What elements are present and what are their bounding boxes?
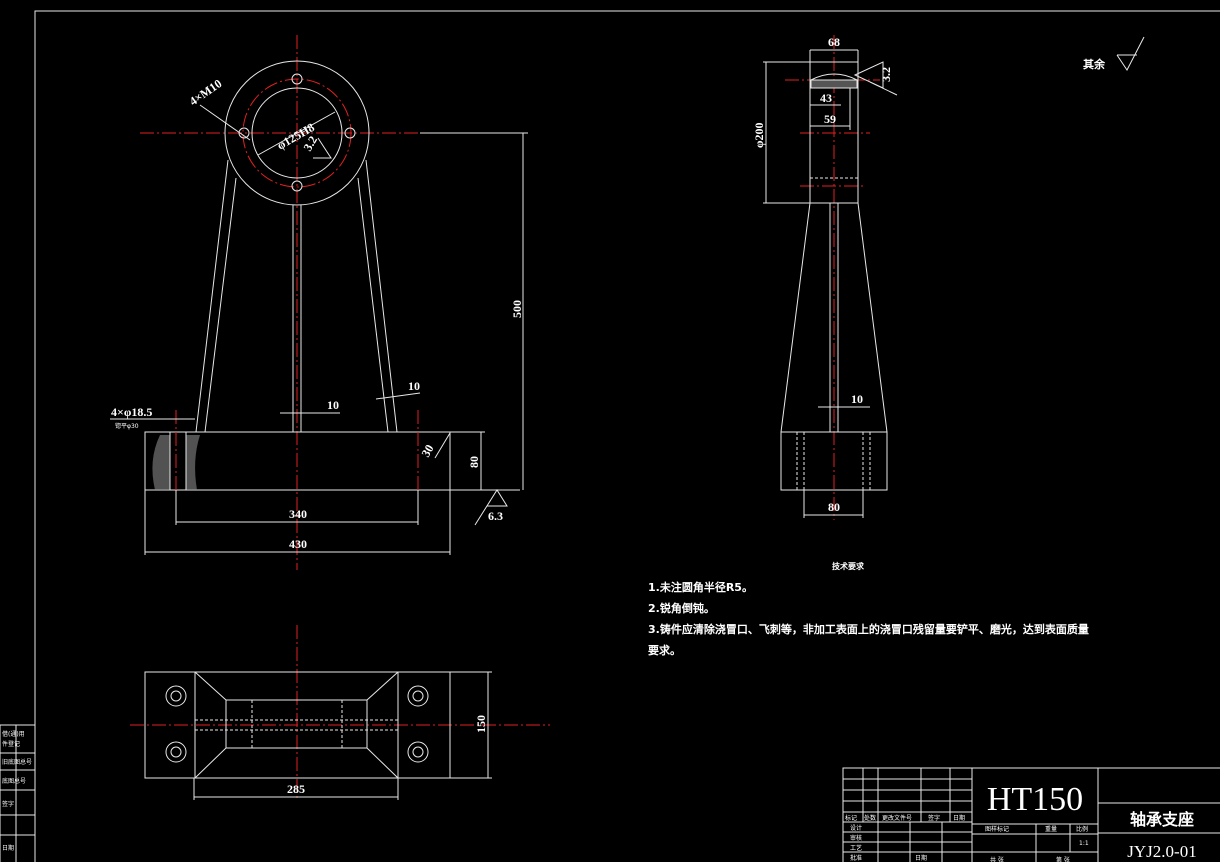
- strip-label: 签字: [2, 800, 14, 808]
- header-label: 日期: [953, 814, 965, 822]
- strip-label: 借(通)用: [2, 730, 25, 738]
- base-hole-subnote: 锪平φ30: [115, 422, 139, 430]
- header-label: 更改文件号: [882, 814, 912, 822]
- base-dimension: 80: [828, 500, 840, 514]
- general-roughness: 其余: [1083, 36, 1145, 71]
- header-label: 签字: [928, 814, 940, 822]
- role-label: 工艺: [850, 844, 862, 852]
- part-name: 轴承支座: [1130, 810, 1194, 829]
- top-view: 285 150: [130, 625, 550, 800]
- material: HT150: [987, 781, 1083, 818]
- height-dimension: 500: [510, 300, 524, 318]
- sheets-total: 共 张: [990, 856, 1004, 862]
- top-width-dimension: 68: [828, 35, 840, 49]
- base-height-dimension: 80: [467, 456, 481, 468]
- diameter-dimension: φ200: [752, 123, 766, 149]
- tech-requirements-title: 技术要求: [832, 561, 865, 571]
- leg-dimension: 10: [408, 379, 420, 393]
- sheet-number: 第 张: [1056, 856, 1070, 862]
- roughness-value: 3.2: [879, 67, 893, 82]
- weight-label: 重量: [1045, 825, 1057, 833]
- scale-label: 比例: [1076, 825, 1088, 833]
- groove-dimension: 43: [820, 91, 832, 105]
- hole-callout: 4×M10: [187, 76, 225, 108]
- depth-dimension: 150: [474, 715, 488, 733]
- role-label: 设计: [850, 824, 862, 832]
- strip-label: 旧底图总号: [2, 758, 32, 766]
- scale-value: 1:1: [1079, 840, 1089, 847]
- drawing-frame: [34, 10, 1220, 862]
- rib-dimension: 10: [327, 398, 339, 412]
- rib-dimension: 10: [851, 392, 863, 406]
- mark-label: 图样标记: [985, 825, 1009, 833]
- title-block: 标记 处数 更改文件号 签字 日期 设计 审核 工艺 批准 日期 图样标记 重量…: [842, 767, 1220, 862]
- base-hole-callout: 4×φ18.5: [111, 405, 152, 419]
- base-width-dimension: 430: [289, 537, 307, 551]
- width-dimension: 285: [287, 782, 305, 796]
- strip-label: 底图总号: [2, 777, 26, 785]
- strip-label: 件登记: [2, 740, 20, 748]
- drawing-number: JYJ2.0-01: [1127, 842, 1196, 861]
- roughness-value: 6.3: [488, 509, 503, 523]
- side-view: 68 3.2 43 59 φ200 10 80: [752, 35, 898, 520]
- role-label: 审核: [850, 834, 862, 842]
- radius-dimension: 30: [418, 442, 436, 459]
- tech-requirements: 技术要求 1.未注圆角半径R5。 2.锐角倒钝。 3.铸件应清除浇冒口、飞刺等，…: [648, 561, 1089, 657]
- header-label: 处数: [864, 814, 876, 822]
- hole-spacing-dimension: 340: [289, 507, 307, 521]
- date-label: 日期: [915, 854, 927, 862]
- requirement-item: 2.锐角倒钝。: [648, 601, 715, 615]
- header-label: 标记: [845, 814, 857, 822]
- role-label: 批准: [850, 854, 862, 862]
- requirement-item: 3.铸件应清除浇冒口、飞刺等，非加工表面上的浇冒口残留量要铲平、磨光，达到表面质…: [648, 622, 1089, 636]
- front-view: 4×M10 φ125H8 3.2 500 10 10 4×φ18.5 锪平φ30…: [110, 35, 528, 570]
- side-strip: 借(通)用 件登记 旧底图总号 底图总号 签字 日期: [0, 724, 36, 862]
- roughness-value: 3.2: [300, 134, 320, 154]
- strip-label: 日期: [2, 844, 14, 852]
- requirement-item: 要求。: [648, 643, 681, 657]
- inner-dimension: 59: [824, 112, 836, 126]
- requirement-item: 1.未注圆角半径R5。: [648, 580, 753, 594]
- general-roughness-label: 其余: [1083, 57, 1106, 71]
